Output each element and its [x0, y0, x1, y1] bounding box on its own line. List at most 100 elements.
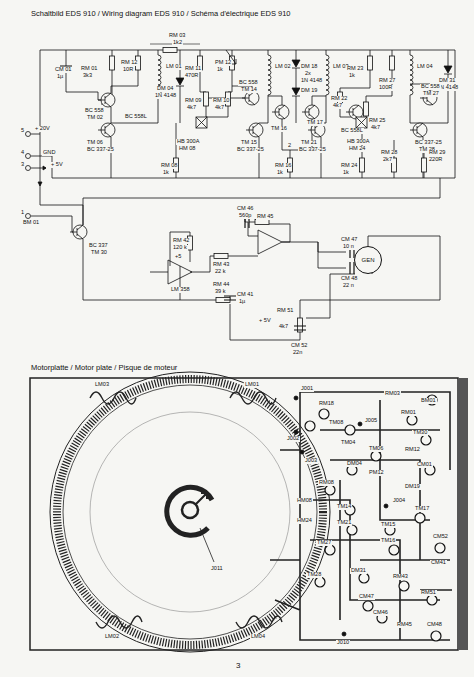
terminal	[26, 214, 31, 219]
coil-trace	[90, 392, 282, 628]
resistor-symbol	[110, 56, 115, 70]
part-label: RM 42	[172, 238, 190, 244]
part-label: + 5V	[258, 318, 272, 324]
part-label: TM30	[412, 430, 428, 436]
part-label: 560p	[238, 213, 252, 219]
part-label: DM 31	[438, 78, 456, 84]
part-label: HB 300A	[346, 139, 370, 145]
jumper-pad	[294, 430, 298, 434]
hall-sensor-cross	[196, 117, 207, 128]
part-label: TM28	[306, 572, 322, 578]
jumper-pad	[358, 422, 362, 426]
resistor-symbol	[163, 48, 177, 53]
disc-outline	[50, 372, 330, 652]
hall-sensor-cross	[356, 117, 367, 128]
part-label: TM16	[380, 538, 396, 544]
transistor-leads	[272, 105, 285, 119]
component-footprint	[315, 577, 325, 587]
component-footprint	[399, 581, 409, 591]
capacitor-symbol	[224, 296, 236, 300]
part-label: J010	[336, 640, 350, 646]
part-label: 1k	[162, 170, 170, 176]
part-label: 1k	[276, 170, 284, 176]
part-label: PM 12	[214, 60, 232, 66]
part-label: DM 18	[300, 64, 318, 70]
part-label: 22 n	[342, 283, 355, 289]
part-label: 2x	[304, 71, 312, 77]
part-label: J001	[300, 386, 314, 392]
part-label: CM 46	[236, 206, 254, 212]
part-label: 470R	[184, 73, 199, 79]
part-label: J004	[392, 498, 406, 504]
part-label: J002	[286, 436, 300, 442]
part-label: 5	[20, 128, 25, 134]
transistor-leads	[98, 123, 111, 137]
coil-symbol	[268, 55, 271, 95]
part-label: RM 10	[212, 98, 230, 104]
part-label: BC 337-25	[86, 147, 115, 153]
part-label: HM 24	[348, 146, 366, 152]
rail-arrow	[38, 166, 46, 186]
disc-inner	[90, 412, 290, 612]
page-number: 3	[235, 662, 241, 670]
part-label: 1k	[348, 73, 356, 79]
part-label: 1µ	[56, 74, 64, 80]
diode-symbol	[292, 60, 300, 68]
part-label: 1k	[216, 67, 224, 73]
part-label: 1k	[342, 170, 350, 176]
component-footprint	[371, 451, 381, 461]
terminal	[26, 154, 31, 159]
part-label: RM 03	[168, 33, 186, 39]
part-label: 3	[20, 162, 25, 168]
part-label: J005	[364, 418, 378, 424]
part-label: LM02	[104, 634, 120, 640]
part-label: RM 44	[212, 282, 230, 288]
part-label: BC 337-25	[236, 147, 265, 153]
part-label: DM 04	[156, 86, 174, 92]
part-label: RM 11	[184, 66, 202, 72]
part-label: TM 06	[86, 140, 104, 146]
part-label: CM01	[416, 462, 433, 468]
part-label: CM 48	[340, 276, 358, 282]
part-label: DM04	[346, 461, 363, 467]
part-label: CM46	[372, 610, 389, 616]
component-footprint	[347, 525, 357, 535]
part-label: RM03	[384, 391, 401, 397]
component-footprint	[407, 415, 417, 425]
part-label: BC 558	[420, 84, 441, 90]
opamp-symbol	[168, 230, 282, 284]
part-label: J011	[210, 566, 224, 572]
part-label: 3k3	[82, 73, 93, 79]
part-label: RM 23	[346, 66, 364, 72]
jumper-pad	[384, 504, 388, 508]
part-label: 1	[20, 210, 25, 216]
resistor-symbol	[204, 92, 209, 106]
part-label: BM 01	[22, 220, 40, 226]
part-label: 4k7	[186, 105, 197, 111]
part-label: TM 16	[270, 126, 288, 132]
part-label: 10R	[122, 67, 134, 73]
part-label: + 5V	[50, 162, 64, 168]
terminal	[26, 166, 31, 171]
part-label: TM 02	[86, 115, 104, 121]
board-outline	[30, 378, 458, 650]
component-footprint	[325, 545, 335, 555]
part-label: DM19	[404, 484, 421, 490]
part-label: LM 02	[274, 64, 292, 70]
component-footprint	[345, 425, 355, 435]
part-label: 220R	[428, 157, 443, 163]
diode-symbol	[292, 88, 300, 96]
part-label: +5	[174, 254, 182, 260]
component-footprint	[415, 513, 425, 523]
component-footprint	[325, 485, 335, 495]
part-label: CM 47	[340, 237, 358, 243]
part-label: HM24	[296, 518, 313, 524]
coil-symbol	[326, 55, 329, 95]
part-label: CM 52	[290, 343, 308, 349]
disc-ticks	[57, 379, 323, 645]
resistor-symbol	[364, 102, 369, 116]
part-label: J003	[304, 458, 318, 464]
resistor-symbol	[360, 158, 365, 172]
terminal	[26, 132, 31, 137]
